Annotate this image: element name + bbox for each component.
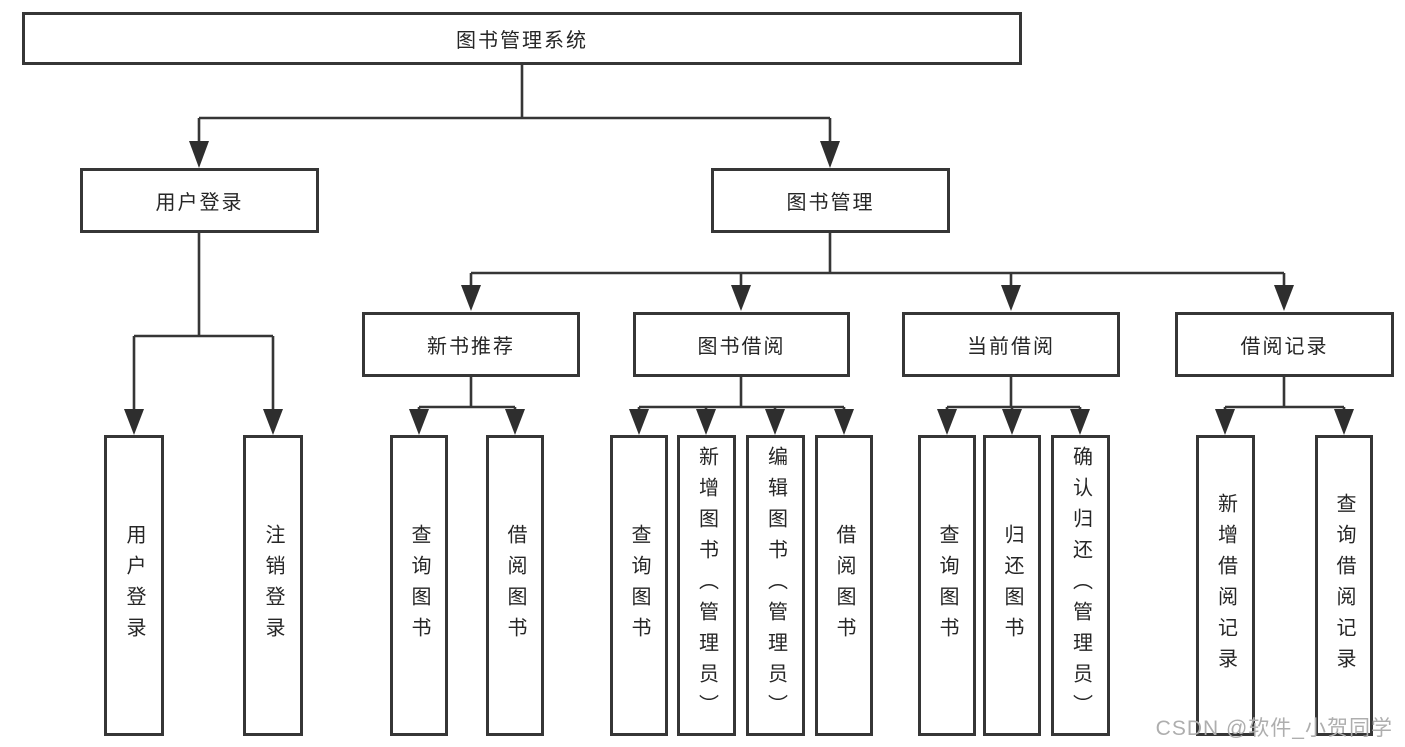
- leaf-user-login: 用户登录: [104, 435, 164, 736]
- leaf-confirm-return-admin: 确认归还（管理员）: [1051, 435, 1110, 736]
- leaf-query-borrow-record: 查询借阅记录: [1315, 435, 1373, 736]
- leaf-query-books-recommend: 查询图书: [390, 435, 448, 736]
- node-user-login: 用户登录: [80, 168, 319, 233]
- leaf-borrow-books-borrowing: 借阅图书: [815, 435, 873, 736]
- leaf-edit-book-admin: 编辑图书（管理员）: [746, 435, 805, 736]
- leaf-borrow-books-recommend: 借阅图书: [486, 435, 544, 736]
- node-library-management-system: 图书管理系统: [22, 12, 1022, 65]
- leaf-add-borrow-record: 新增借阅记录: [1196, 435, 1255, 736]
- leaf-query-books-borrowing: 查询图书: [610, 435, 668, 736]
- leaf-return-books: 归还图书: [983, 435, 1041, 736]
- csdn-watermark: CSDN @软件_小贺同学: [1155, 717, 1393, 740]
- node-current-borrowing: 当前借阅: [902, 312, 1120, 377]
- node-new-book-recommendation: 新书推荐: [362, 312, 580, 377]
- leaf-add-book-admin: 新增图书（管理员）: [677, 435, 736, 736]
- node-book-borrowing: 图书借阅: [633, 312, 850, 377]
- leaf-logout: 注销登录: [243, 435, 303, 736]
- node-borrowing-records: 借阅记录: [1175, 312, 1394, 377]
- node-book-management: 图书管理: [711, 168, 950, 233]
- leaf-query-books-current: 查询图书: [918, 435, 976, 736]
